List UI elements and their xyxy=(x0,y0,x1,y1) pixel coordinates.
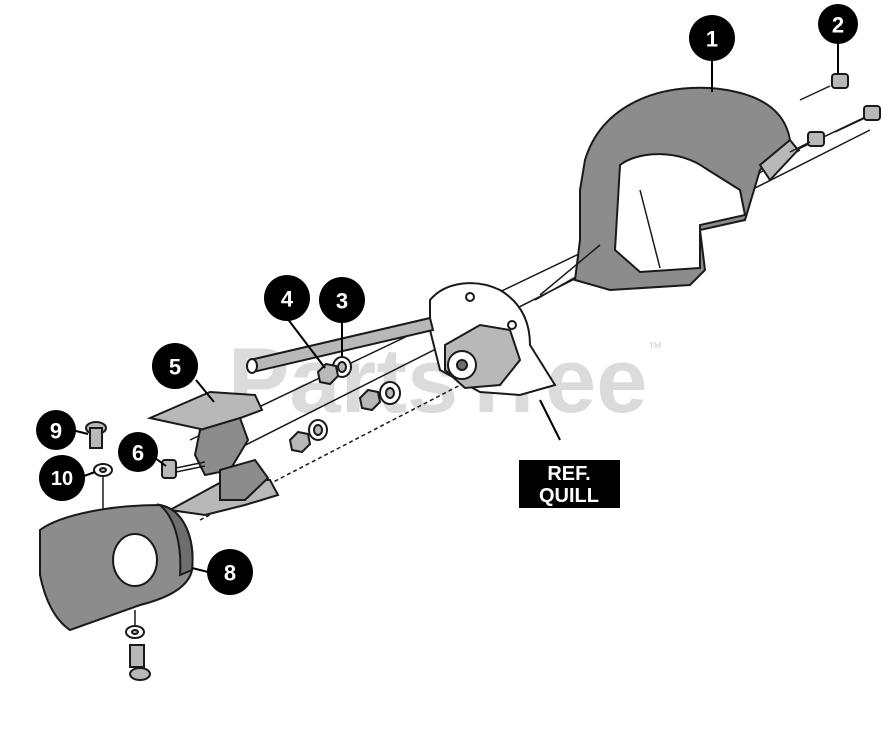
ref-quill-line2: QUILL xyxy=(539,485,599,507)
ref-quill-label: REF. QUILL xyxy=(519,460,620,508)
callout-10-label: 10 xyxy=(51,468,73,490)
cover-block-part-8 xyxy=(39,503,194,632)
callout-1: 1 xyxy=(689,15,735,61)
watermark-tm: ™ xyxy=(648,339,662,355)
callout-9: 9 xyxy=(36,410,76,450)
callout-2: 2 xyxy=(818,4,858,44)
callout-8-label: 8 xyxy=(224,561,236,586)
screw-part-6 xyxy=(161,459,206,479)
clamp-block-part-5 xyxy=(146,390,280,517)
leader-lines xyxy=(71,42,839,573)
callout-10: 10 xyxy=(39,455,85,501)
guard-housing-part xyxy=(539,86,800,296)
ref-quill-line1: REF. xyxy=(547,463,590,485)
bottom-bolt-washer xyxy=(125,610,151,681)
callout-5-label: 5 xyxy=(169,355,181,380)
callout-3-label: 3 xyxy=(336,289,348,314)
callout-5: 5 xyxy=(152,343,198,389)
callout-3: 3 xyxy=(319,277,365,323)
callout-6: 6 xyxy=(118,432,158,472)
callout-9-label: 9 xyxy=(50,419,62,444)
quill-bracket xyxy=(429,282,561,441)
callout-4: 4 xyxy=(264,275,310,321)
callout-2-label: 2 xyxy=(832,13,844,38)
nut-washer-3-4 xyxy=(288,356,401,454)
screw-part-2 xyxy=(789,73,881,153)
callout-8: 8 xyxy=(207,549,253,595)
callout-6-label: 6 xyxy=(132,441,144,466)
bolt-washer-9-10 xyxy=(85,421,113,520)
callout-1-label: 1 xyxy=(706,27,718,52)
callout-4-label: 4 xyxy=(281,287,294,312)
